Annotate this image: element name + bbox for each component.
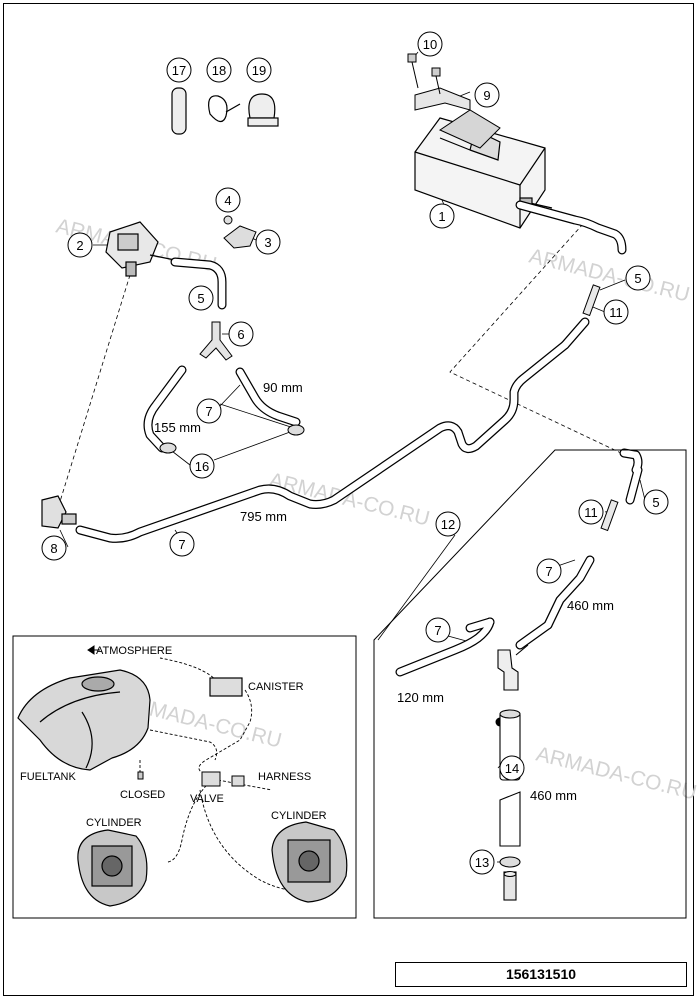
- callout-12: 12: [441, 517, 455, 532]
- label-cylinder-left: CYLINDER: [86, 817, 142, 829]
- callout-14: 14: [505, 761, 519, 776]
- canister-bracket: [414, 87, 501, 149]
- document-number: 156131510: [395, 962, 687, 987]
- system-inset: [12, 635, 357, 919]
- callout-7: 7: [434, 623, 441, 638]
- callout-6: 6: [237, 327, 244, 342]
- callout-1: 1: [438, 209, 445, 224]
- callout-11: 11: [584, 505, 598, 520]
- hose-clamp-part: [159, 424, 305, 454]
- system-labels: ATMOSPHERE CANISTER FUELTANK CLOSED VALV…: [20, 645, 327, 829]
- page-border: [3, 3, 694, 996]
- connector-part: [582, 284, 619, 532]
- label-closed: CLOSED: [120, 789, 165, 801]
- leader-lines: [59, 51, 646, 863]
- callout-13: 13: [475, 855, 489, 870]
- callout-17: 17: [172, 63, 186, 78]
- callout-7: 7: [545, 564, 552, 579]
- callout-4: 4: [224, 193, 231, 208]
- cylinder-part: [77, 829, 148, 907]
- callout-18: 18: [212, 63, 226, 78]
- callout-16: 16: [195, 459, 209, 474]
- kit-box: [373, 449, 687, 919]
- callout-2: 2: [76, 238, 83, 253]
- clamp-parts: [171, 87, 279, 135]
- callout-19: 19: [252, 63, 266, 78]
- callout-9: 9: [483, 88, 490, 103]
- callout-8: 8: [50, 541, 57, 556]
- label-harness: HARNESS: [258, 771, 311, 783]
- callout-10: 10: [423, 37, 437, 52]
- dimension-120mm: 120 mm: [397, 690, 444, 705]
- bolt-part: [407, 53, 441, 95]
- cylinder-part: [271, 821, 348, 903]
- valve-part: [105, 221, 176, 277]
- label-atmosphere: ATMOSPHERE: [96, 645, 172, 657]
- callout-5: 5: [652, 495, 659, 510]
- callout-numbers: 1 2 3 4 5 5 5 6 7 7 7 7 8 9 10 11 11 12 …: [50, 37, 659, 870]
- dimension-labels: 90 mm 155 mm 795 mm 460 mm 120 mm 460 mm: [154, 380, 614, 803]
- dimension-460mm: 460 mm: [567, 598, 614, 613]
- callout-5: 5: [634, 271, 641, 286]
- label-canister: CANISTER: [248, 681, 304, 693]
- callout-7: 7: [178, 537, 185, 552]
- fuel-tank-part: [17, 669, 151, 771]
- callout-11: 11: [609, 305, 623, 320]
- dimension-460mm: 460 mm: [530, 788, 577, 803]
- clip-part: [223, 215, 257, 249]
- t-piece-part: [199, 321, 233, 361]
- label-cylinder-right: CYLINDER: [271, 810, 327, 822]
- watermark: ARMADA-CO.RU: [527, 245, 692, 307]
- hose-lines: [75, 200, 643, 727]
- dimension-90mm: 90 mm: [263, 380, 303, 395]
- callout-3: 3: [264, 235, 271, 250]
- callout-5: 5: [197, 291, 204, 306]
- fitting-part: [41, 495, 77, 529]
- callout-circles: [41, 31, 669, 875]
- label-valve: VALVE: [190, 793, 224, 805]
- dimension-795mm: 795 mm: [240, 509, 287, 524]
- dimension-155mm: 155 mm: [154, 420, 201, 435]
- callout-7: 7: [205, 404, 212, 419]
- label-fueltank: FUELTANK: [20, 771, 76, 783]
